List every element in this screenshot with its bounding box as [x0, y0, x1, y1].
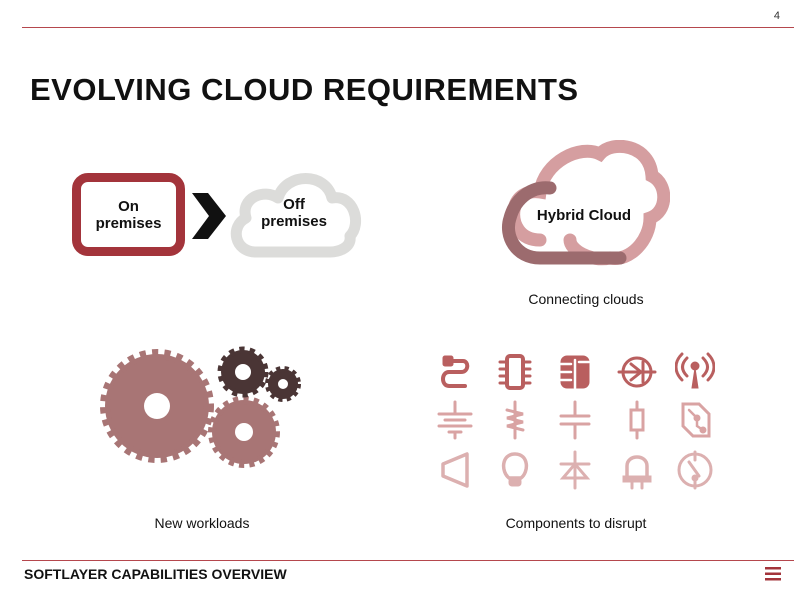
on-premises-label-1: On	[118, 197, 139, 215]
dark-gear-icon	[217, 346, 269, 398]
chevron-right-icon	[192, 193, 226, 239]
battery-icon	[435, 400, 475, 440]
transistor-icon	[617, 352, 657, 392]
hybrid-cloud-label: Hybrid Cloud	[536, 207, 632, 224]
processor-icon	[555, 352, 595, 392]
small-dark-gear-icon	[265, 366, 301, 402]
hybrid-cloud-icon	[502, 140, 670, 266]
on-premises-label-2: premises	[95, 214, 162, 232]
new-workloads-caption: New workloads	[154, 515, 250, 531]
header-divider	[22, 27, 794, 28]
slide-title: EVOLVING CLOUD REQUIREMENTS	[30, 72, 579, 107]
diode-icon	[555, 450, 595, 490]
footer-divider	[22, 560, 794, 561]
off-premises-cloud	[230, 173, 362, 258]
hamburger-menu-icon[interactable]	[765, 567, 781, 581]
off-premises-label-1: Off	[283, 196, 305, 213]
antenna-icon	[674, 352, 716, 392]
page-number: 4	[773, 10, 780, 22]
chip-icon	[495, 352, 535, 392]
plug-icon	[435, 352, 475, 392]
off-premises-label-2: premises	[261, 213, 327, 230]
footer-title: SOFTLAYER CAPABILITIES OVERVIEW	[24, 566, 287, 582]
capacitor-icon	[555, 400, 595, 440]
large-gear-icon	[100, 349, 214, 463]
gears-icon	[100, 346, 301, 468]
components-caption: Components to disrupt	[505, 515, 647, 531]
connecting-clouds-caption: Connecting clouds	[528, 291, 644, 307]
speaker-icon	[435, 450, 475, 490]
led-icon	[617, 450, 657, 490]
lightbulb-icon	[495, 450, 535, 490]
switch-icon	[675, 450, 715, 490]
resistor-icon	[617, 400, 657, 440]
inductor-icon	[495, 400, 535, 440]
circuit-board-icon	[675, 400, 715, 440]
medium-gear-icon	[208, 396, 280, 468]
